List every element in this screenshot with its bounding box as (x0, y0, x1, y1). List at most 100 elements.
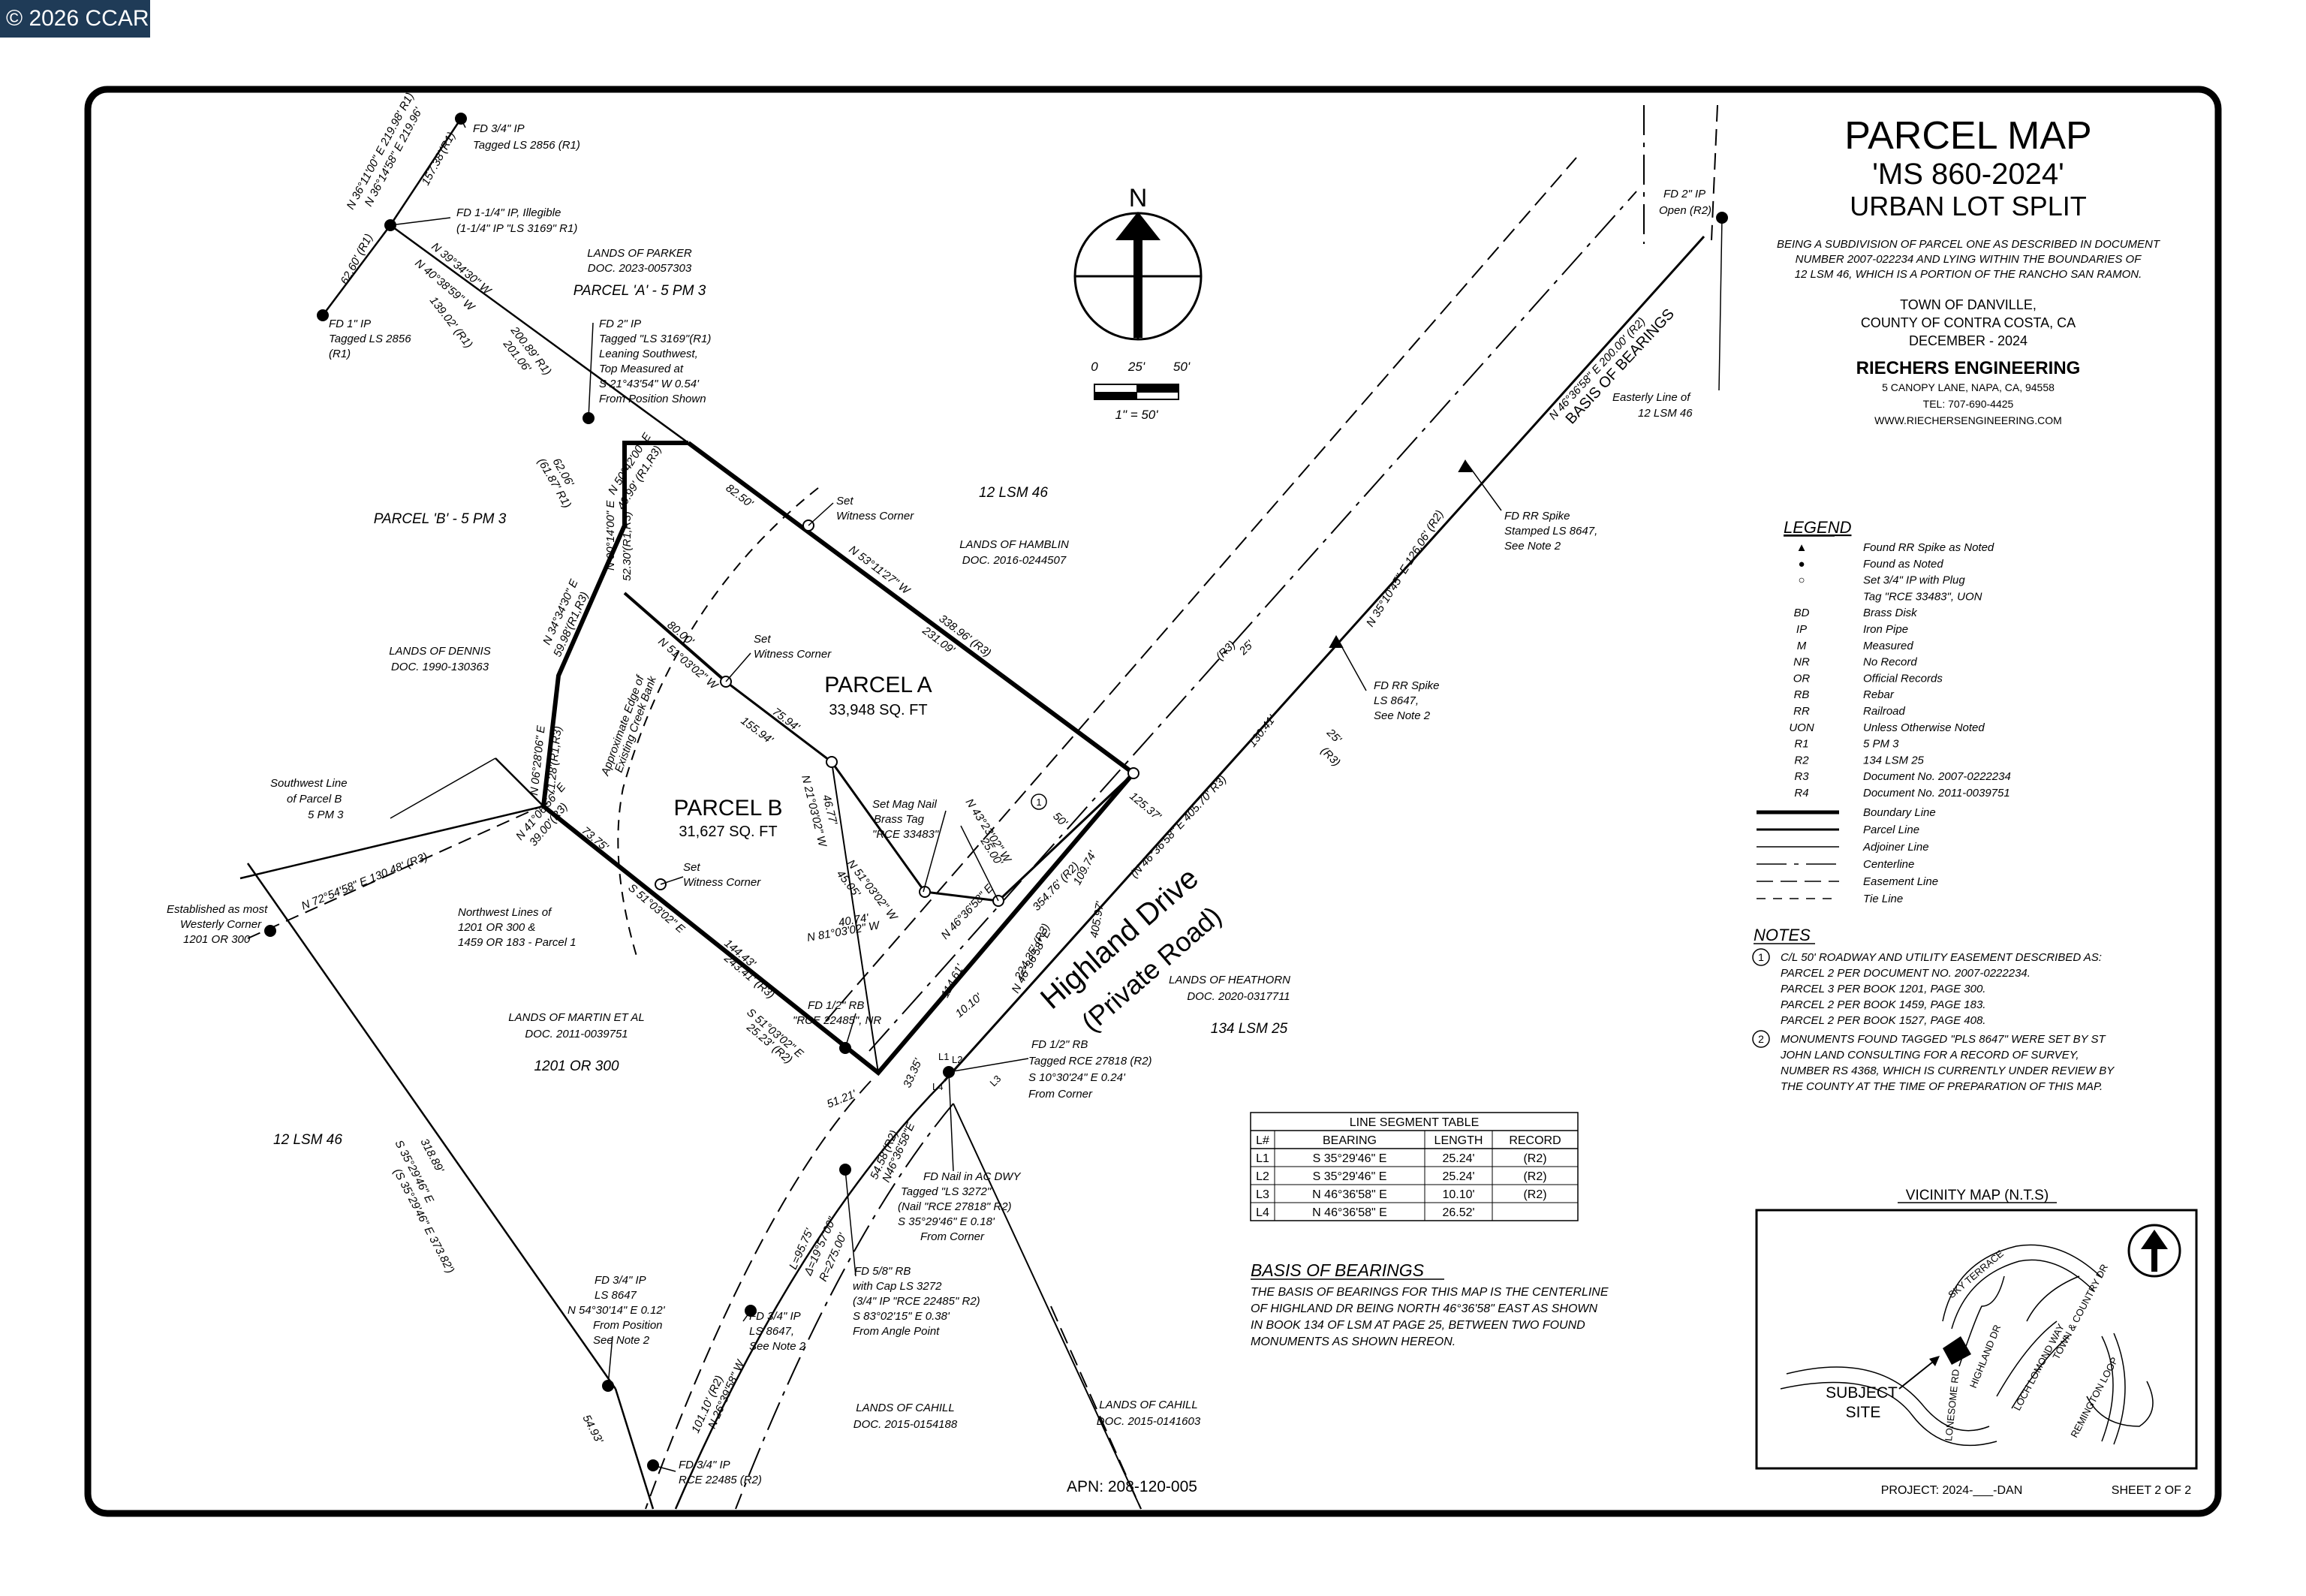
callout-text: 1201 OR 300 (183, 933, 251, 946)
note-2-line: NUMBER RS 4368, WHICH IS CURRENTLY UNDER… (1781, 1065, 2115, 1077)
land-label: DOC. 1990-130363 (391, 661, 489, 673)
parcel-b-label: PARCEL B (673, 796, 782, 821)
basis-of-bearings: BASIS OF BEARINGS THE BASIS OF BEARINGS … (1251, 1260, 1609, 1348)
land-label: DOC. 2011-0039751 (525, 1028, 628, 1040)
basis-line: OF HIGHLAND DR BEING NORTH 46°36'58" EAS… (1251, 1302, 1598, 1315)
legend-desc: 5 PM 3 (1863, 738, 1899, 751)
callout-text: See Note 2 (1374, 709, 1431, 722)
legend-desc: Brass Disk (1863, 607, 1918, 619)
callout-text: Top Measured at (599, 363, 684, 375)
legend-desc: Found as Noted (1863, 558, 1943, 571)
line-table-cell: L1 (1256, 1152, 1269, 1165)
title-block: PARCEL MAP 'MS 860-2024' URBAN LOT SPLIT… (1777, 114, 2161, 426)
desc-line-1: BEING A SUBDIVISION OF PARCEL ONE AS DES… (1777, 238, 2161, 251)
desc-line-3: 12 LSM 46, WHICH IS A PORTION OF THE RAN… (1795, 268, 2142, 281)
callout-text: S 10°30'24" E 0.24' (1028, 1071, 1126, 1084)
line-table-cell: N 46°36'58" E (1312, 1206, 1387, 1219)
line-table-cell: L2 (1256, 1170, 1269, 1183)
callout-text: FD 1/2" RB (1031, 1038, 1088, 1051)
land-label: 134 LSM 25 (1211, 1021, 1288, 1037)
legend-desc: Document No. 2007-0222234 (1863, 770, 2011, 783)
note-1-marker-icon (1031, 793, 1047, 810)
callout-text: Witness Corner (754, 648, 832, 661)
callout-text: Tagged "LS 3169"(R1) (599, 333, 711, 345)
land-label: DOC. 2023-0057303 (588, 262, 692, 275)
scale-tick-50: 50' (1173, 360, 1191, 374)
land-label: 1201 OR 300 (534, 1058, 619, 1074)
legend-symbol: M (1797, 640, 1807, 652)
legend-desc: Found RR Spike as Noted (1863, 541, 1994, 554)
callout-text: with Cap LS 3272 (853, 1280, 942, 1293)
line-segment-table: LINE SEGMENT TABLE L# BEARING LENGTH REC… (1250, 1112, 1579, 1221)
scale-tick-25: 25' (1127, 360, 1145, 374)
found-monument-icon (264, 925, 276, 937)
note-1-line: PARCEL 2 PER BOOK 1459, PAGE 183. (1781, 998, 1985, 1011)
land-label: 12 LSM 46 (979, 485, 1048, 501)
callout-text: "RCE 33483" (872, 828, 939, 841)
line-table-cell: L4 (1256, 1206, 1269, 1219)
callout-text: FD Nail in AC DWY (923, 1170, 1021, 1183)
bearing-text: 52.30'(R1,R3) (621, 511, 634, 581)
line-table-header: RECORD (1509, 1134, 1561, 1147)
callout-text: Easterly Line of (1612, 391, 1691, 404)
callout-text: Witness Corner (683, 876, 761, 889)
vicinity-north-arrow-icon (2127, 1224, 2181, 1278)
map-date: DECEMBER - 2024 (1909, 333, 2028, 348)
sheet-border (84, 86, 2222, 1517)
legend-symbol: RR (1793, 705, 1810, 718)
project-number: PROJECT: 2024-___-DAN (1881, 1484, 2023, 1497)
callout-text: Stamped LS 8647, (1504, 525, 1597, 538)
legend-symbol: R3 (1794, 770, 1809, 783)
lands-labels: LANDS OF PARKER DOC. 2023-0057303 PARCEL… (273, 247, 1290, 1431)
scale-tick-0: 0 (1091, 360, 1098, 374)
land-label: DOC. 2016-0244507 (962, 554, 1067, 567)
legend-symbol: R2 (1794, 754, 1809, 766)
line-table-header: BEARING (1323, 1134, 1377, 1147)
legend-desc: Rebar (1863, 688, 1895, 701)
firm-name: RIECHERS ENGINEERING (1856, 358, 2081, 378)
land-label: PARCEL 'B' - 5 PM 3 (374, 511, 507, 527)
parcel-boundary (540, 441, 1137, 1077)
legend-line-desc: Parcel Line (1863, 824, 1919, 836)
legend-symbol: RB (1794, 688, 1810, 701)
callout-text: N 54°30'14" E 0.12' (567, 1304, 666, 1317)
line-table-cell: N 46°36'58" E (1312, 1188, 1387, 1201)
map-title: PARCEL MAP (1844, 114, 2091, 158)
callout-text: See Note 2 (749, 1340, 806, 1353)
callout-text: L2 (952, 1054, 962, 1065)
note-1-line: PARCEL 2 PER DOCUMENT NO. 2007-0222234. (1781, 967, 2031, 980)
line-table-cell: S 35°29'46" E (1313, 1152, 1387, 1165)
legend-line-desc: Adjoiner Line (1862, 841, 1929, 854)
callout-text: FD 1-1/4" IP, Illegible (456, 206, 561, 219)
legend-symbol: BD (1794, 607, 1810, 619)
callout-text: From Position (593, 1319, 663, 1332)
legend-desc: Railroad (1863, 705, 1906, 718)
callout-text: 5 PM 3 (308, 809, 344, 821)
legend: LEGEND ▲Found RR Spike as Noted●Found as… (1757, 518, 2011, 905)
callout-text: (1-1/4" IP "LS 3169" R1) (456, 222, 577, 235)
callout-text: From Angle Point (853, 1325, 940, 1338)
north-arrow-icon: N (1073, 184, 1203, 341)
callout-text: FD 2" IP (599, 318, 641, 330)
callout-text: (3/4" IP "RCE 22485" R2) (853, 1295, 980, 1308)
legend-line-desc: Tie Line (1863, 893, 1903, 905)
callout-text: FD 2" IP (1663, 188, 1705, 200)
monuments (264, 113, 1728, 1471)
callout-text: From Corner (920, 1230, 985, 1243)
line-table-cell: 10.10' (1442, 1188, 1474, 1201)
callout-text: 12 LSM 46 (1638, 407, 1693, 420)
note-1-line: C/L 50' ROADWAY AND UTILITY EASEMENT DES… (1781, 951, 2102, 964)
legend-symbol: R4 (1794, 787, 1808, 800)
legend-line-desc: Easement Line (1863, 875, 1938, 888)
legend-line-desc: Boundary Line (1863, 806, 1936, 819)
legend-desc: 134 LSM 25 (1863, 754, 1925, 766)
basis-line: IN BOOK 134 OF LSM AT PAGE 25, BETWEEN T… (1251, 1319, 1585, 1332)
land-label: LANDS OF MARTIN ET AL (508, 1011, 644, 1024)
legend-desc: Unless Otherwise Noted (1863, 721, 1985, 734)
land-label: LANDS OF CAHILL (856, 1402, 954, 1414)
parcel-b-area: 31,627 SQ. FT (679, 824, 777, 840)
callout-text: LS 8647, (1374, 694, 1419, 707)
legend-symbol: ○ (1798, 574, 1805, 587)
callout-text: (R1) (329, 348, 351, 360)
